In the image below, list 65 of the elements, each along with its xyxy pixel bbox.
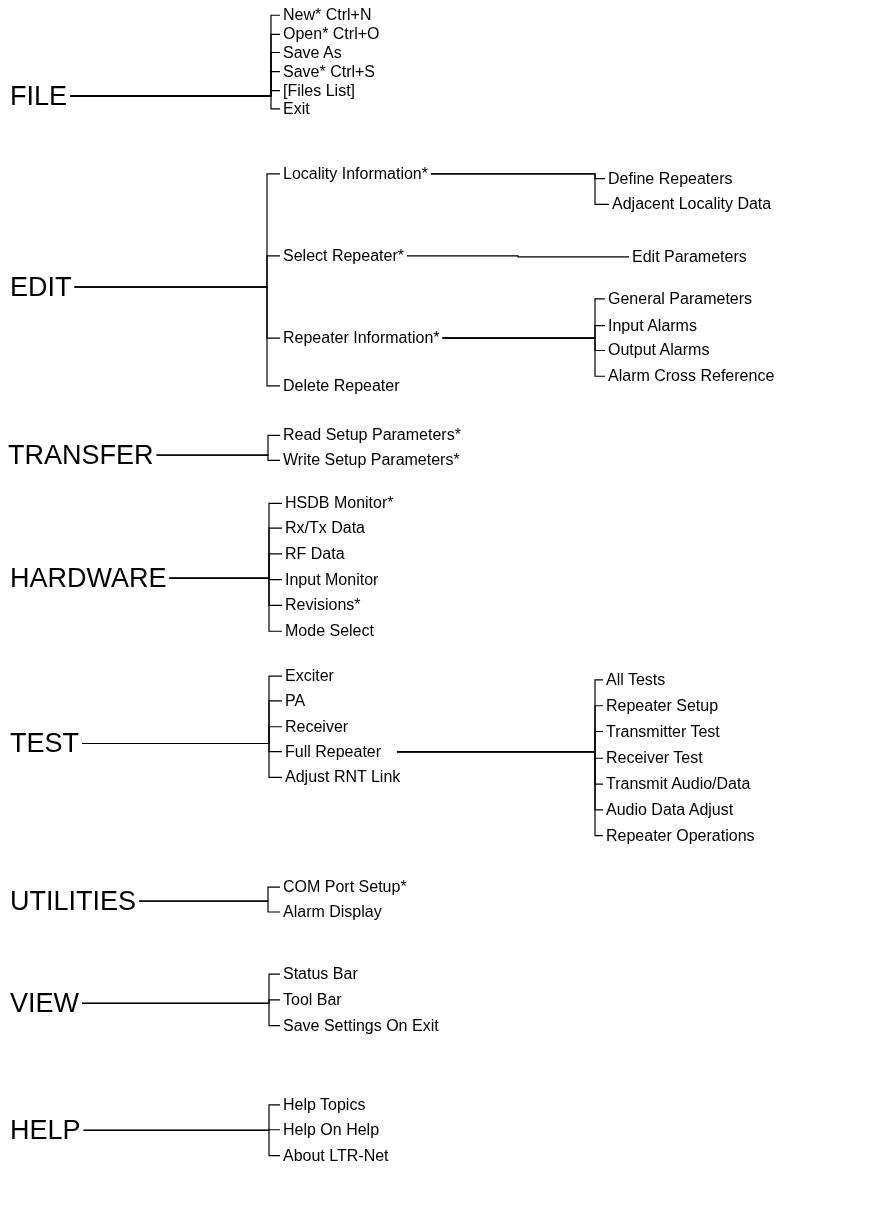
menu-item: Output Alarms bbox=[608, 342, 710, 359]
menu-item: COM Port Setup* bbox=[283, 879, 407, 896]
connector-line bbox=[81, 1002, 281, 1027]
menu-item: Alarm Display bbox=[283, 904, 382, 920]
menu-item: Transmitter Test bbox=[606, 723, 720, 740]
menu-item: Exit bbox=[283, 100, 310, 117]
menu-heading: EDIT bbox=[10, 273, 72, 301]
menu-heading: UTILITIES bbox=[10, 887, 137, 915]
menu-item: Save* Ctrl+S bbox=[283, 63, 376, 80]
menu-item: About LTR-Net bbox=[283, 1147, 389, 1164]
connector-line bbox=[168, 577, 283, 632]
menu-item: Exciter bbox=[285, 668, 334, 685]
menu-item: Revisions* bbox=[285, 597, 361, 614]
menu-heading: TEST bbox=[10, 730, 79, 757]
menu-item: Input Alarms bbox=[608, 317, 697, 334]
menu-item: Open* Ctrl+O bbox=[283, 26, 380, 43]
menu-item: Receiver Test bbox=[606, 750, 703, 767]
menu-item: PA bbox=[285, 692, 306, 709]
menu-item: Delete Repeater bbox=[283, 377, 400, 394]
menu-item: Write Setup Parameters* bbox=[283, 452, 460, 469]
menu-heading: HELP bbox=[10, 1116, 81, 1144]
menu-item: General Parameters bbox=[608, 290, 753, 307]
menu-item: Mode Select bbox=[285, 623, 374, 640]
menu-item: Tool Bar bbox=[283, 991, 342, 1008]
menu-item: Rx/Tx Data bbox=[285, 520, 365, 537]
menu-item: Save As bbox=[283, 44, 342, 61]
menu-item: RF Data bbox=[285, 545, 345, 562]
menu-item: Adjacent Locality Data bbox=[612, 196, 772, 213]
menu-item: Alarm Cross Reference bbox=[608, 368, 775, 385]
connector-line bbox=[138, 900, 281, 913]
menu-item: Help Topics bbox=[283, 1096, 366, 1113]
connector-line bbox=[73, 286, 281, 387]
menu-heading: TRANSFER bbox=[8, 441, 154, 469]
menu-item: Edit Parameters bbox=[632, 248, 747, 265]
menu-item: Locality Information* bbox=[283, 165, 428, 182]
menu-item: Define Repeaters bbox=[608, 170, 733, 187]
connector-line bbox=[81, 742, 283, 778]
connector-line bbox=[430, 173, 610, 205]
connector-line bbox=[155, 454, 281, 461]
menu-heading: HARDWARE bbox=[10, 564, 167, 592]
connector-line bbox=[82, 1129, 281, 1157]
menu-item: Receiver bbox=[285, 718, 349, 735]
menu-item: Repeater Operations bbox=[606, 827, 755, 844]
menu-item: Read Setup Parameters* bbox=[283, 427, 461, 444]
menu-item: [Files List] bbox=[283, 82, 355, 99]
menu-item: Repeater Setup bbox=[606, 697, 719, 714]
menu-item: Status Bar bbox=[283, 966, 358, 983]
menu-item: Adjust RNT Link bbox=[285, 769, 401, 786]
connector-line bbox=[441, 337, 606, 377]
connector-line bbox=[396, 751, 604, 837]
menu-item: Help On Help bbox=[283, 1121, 380, 1138]
menu-item: All Tests bbox=[606, 671, 666, 688]
connector-line bbox=[69, 95, 281, 110]
menu-item: New* Ctrl+N bbox=[283, 7, 372, 24]
connector-line bbox=[406, 255, 630, 258]
menu-item: Save Settings On Exit bbox=[283, 1017, 439, 1034]
menu-heading: VIEW bbox=[10, 989, 79, 1017]
menu-item: Repeater Information* bbox=[283, 330, 440, 347]
menu-item: Select Repeater* bbox=[283, 247, 404, 264]
menu-heading: FILE bbox=[10, 82, 68, 110]
menu-item: Full Repeater bbox=[285, 743, 382, 760]
menu-item: HSDB Monitor* bbox=[285, 495, 394, 512]
menu-item: Input Monitor bbox=[285, 571, 379, 588]
menu-item: Transmit Audio/Data bbox=[606, 776, 751, 793]
menu-item: Audio Data Adjust bbox=[606, 801, 734, 818]
